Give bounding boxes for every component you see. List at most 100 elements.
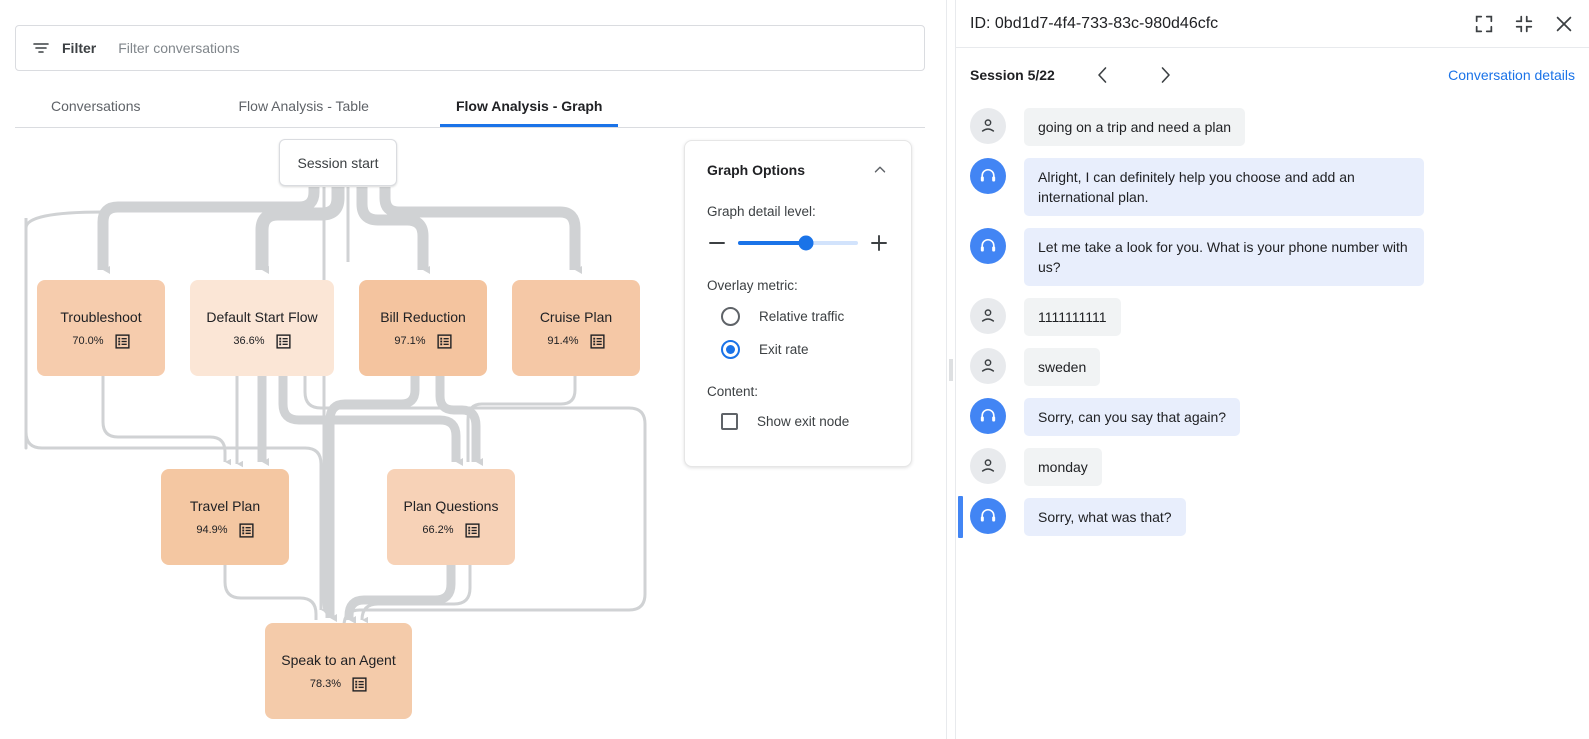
filter-label: Filter (62, 40, 97, 56)
tab-flow-analysis-graph[interactable]: Flow Analysis - Graph (439, 88, 619, 127)
minus-icon[interactable] (707, 233, 727, 253)
person-icon (981, 359, 995, 372)
checkbox-icon[interactable] (721, 413, 738, 430)
headset-icon (980, 168, 996, 182)
radio-relative-traffic[interactable]: Relative traffic (721, 307, 889, 326)
person-icon (981, 459, 995, 472)
graph-node-bill-reduction[interactable]: Bill Reduction 97.1% (359, 280, 487, 376)
detail-level-control (707, 233, 889, 253)
graph-node-travel-plan[interactable]: Travel Plan 94.9% (161, 469, 289, 565)
avatar-agent (970, 498, 1006, 534)
avatar-user (970, 348, 1006, 384)
node-label: Plan Questions (403, 497, 499, 514)
list-icon[interactable] (352, 676, 367, 692)
tab-bar: Conversations Flow Analysis - Table Flow… (15, 88, 925, 128)
message-row: monday (956, 442, 1589, 492)
node-label: Troubleshoot (60, 308, 142, 325)
avatar-user (970, 448, 1006, 484)
headset-icon (980, 408, 996, 422)
overlay-metric-label: Overlay metric: (707, 278, 798, 293)
node-metric: 70.0% (72, 335, 104, 347)
checkbox-show-exit-node[interactable]: Show exit node (721, 413, 889, 430)
session-start-label: Session start (297, 154, 379, 171)
list-icon[interactable] (276, 333, 291, 349)
fullscreen-exit-icon[interactable] (1513, 13, 1535, 35)
message-bubble: sweden (1024, 348, 1101, 386)
node-metric: 97.1% (394, 335, 426, 347)
graph-node-default-start-flow[interactable]: Default Start Flow 36.6% (190, 280, 334, 376)
person-icon (981, 119, 995, 132)
list-icon[interactable] (115, 333, 130, 349)
list-icon[interactable] (239, 522, 254, 538)
message-row: sweden (956, 342, 1589, 392)
avatar-agent (970, 398, 1006, 434)
node-metrics: 94.9% (196, 522, 254, 538)
radio-label: Exit rate (759, 342, 809, 357)
avatar-user (970, 108, 1006, 144)
conversation-details-link[interactable]: Conversation details (1448, 67, 1575, 83)
node-metric: 66.2% (422, 524, 454, 536)
avatar-agent (970, 158, 1006, 194)
message-row: Let me take a look for you. What is your… (956, 222, 1589, 292)
radio-circle-selected-icon[interactable] (721, 340, 740, 359)
headset-icon (980, 238, 996, 252)
message-bubble: 1111111111 (1024, 298, 1121, 336)
tab-flow-analysis-table[interactable]: Flow Analysis - Table (238, 98, 369, 114)
node-metric: 36.6% (233, 335, 265, 347)
chevron-left-icon[interactable] (1091, 63, 1115, 87)
node-metric: 94.9% (196, 524, 228, 536)
filter-input[interactable]: Filter conversations (118, 40, 240, 56)
tab-conversations[interactable]: Conversations (51, 98, 141, 114)
pane-resize-handle[interactable] (946, 0, 956, 739)
node-label: Bill Reduction (380, 308, 466, 325)
message-bubble: Alright, I can definitely help you choos… (1024, 158, 1424, 216)
drag-handle-icon[interactable] (949, 358, 953, 381)
radio-circle-icon[interactable] (721, 307, 740, 326)
message-list: going on a trip and need a plan Alright,… (956, 102, 1589, 542)
flow-graph-canvas[interactable]: Session start Troubleshoot 70.0% Default… (0, 132, 946, 732)
conversation-header: ID: 0bd1d7-4f4-733-83c-980d46cfc (956, 0, 1589, 48)
chevron-up-icon[interactable] (871, 161, 889, 179)
filter-bar[interactable]: Filter Filter conversations (15, 25, 925, 71)
message-row: Sorry, can you say that again? (956, 392, 1589, 442)
node-label: Default Start Flow (206, 308, 318, 325)
graph-options-title: Graph Options (707, 162, 805, 178)
node-metric: 91.4% (547, 335, 579, 347)
node-metrics: 97.1% (394, 333, 452, 349)
message-bubble: Sorry, what was that? (1024, 498, 1186, 536)
node-metric: 78.3% (309, 678, 342, 690)
graph-node-plan-questions[interactable]: Plan Questions 66.2% (387, 469, 515, 565)
message-row: Alright, I can definitely help you choos… (956, 152, 1589, 222)
radio-label: Relative traffic (759, 309, 845, 324)
session-nav-bar: Session 5/22 Conversation details (956, 48, 1589, 102)
node-metrics: 78.3% (309, 676, 367, 692)
message-row-highlighted: Sorry, what was that? (956, 492, 1589, 542)
session-counter: Session 5/22 (970, 67, 1055, 83)
node-metrics: 70.0% (72, 333, 130, 349)
graph-node-cruise-plan[interactable]: Cruise Plan 91.4% (512, 280, 640, 376)
slider-fill (738, 241, 807, 245)
node-metrics: 36.6% (233, 333, 291, 349)
message-row: 1111111111 (956, 292, 1589, 342)
slider-thumb[interactable] (798, 235, 814, 251)
message-bubble: monday (1024, 448, 1102, 486)
plus-icon[interactable] (869, 233, 889, 253)
checkbox-label: Show exit node (757, 414, 850, 429)
node-label: Travel Plan (189, 497, 261, 514)
message-bubble: going on a trip and need a plan (1024, 108, 1246, 146)
graph-node-troubleshoot[interactable]: Troubleshoot 70.0% (37, 280, 165, 376)
list-icon[interactable] (465, 522, 480, 538)
list-icon[interactable] (437, 333, 452, 349)
person-icon (981, 309, 995, 322)
node-label: Speak to an Agent (281, 651, 396, 668)
radio-exit-rate[interactable]: Exit rate (721, 340, 889, 359)
fullscreen-icon[interactable] (1473, 13, 1495, 35)
detail-level-slider[interactable] (738, 235, 858, 251)
list-icon[interactable] (590, 333, 605, 349)
graph-node-session-start[interactable]: Session start (279, 139, 397, 186)
close-icon[interactable] (1553, 13, 1575, 35)
headset-icon (980, 508, 996, 522)
chevron-right-icon[interactable] (1153, 63, 1177, 87)
graph-node-speak-to-an-agent[interactable]: Speak to an Agent 78.3% (265, 623, 412, 719)
